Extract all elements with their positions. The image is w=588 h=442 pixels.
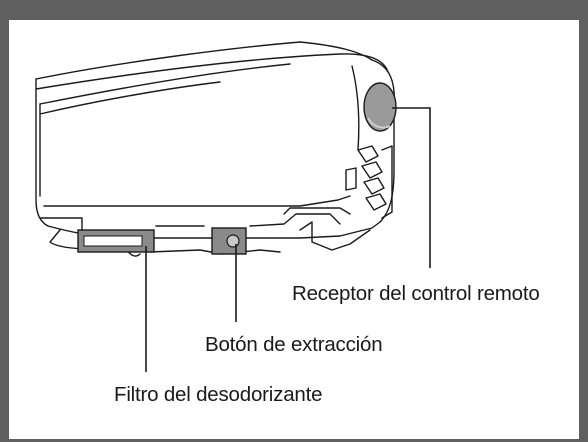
- unit-outline: [35, 41, 396, 257]
- extraction-button-label: Botón de extracción: [205, 333, 383, 356]
- filter-slot: [83, 235, 143, 247]
- leader-receptor: [392, 107, 431, 268]
- frame-left-border: [0, 0, 9, 442]
- extraction-button-knob: [226, 234, 240, 248]
- frame-top-border: [0, 0, 588, 20]
- receptor-label: Receptor del control remoto: [292, 282, 540, 305]
- deodorizing-filter-label: Filtro del desodorizante: [114, 383, 323, 406]
- leader-lines: [145, 107, 431, 372]
- frame-right-border: [579, 0, 588, 442]
- receptor-sensor: [363, 82, 397, 132]
- receptor-highlight: [367, 117, 391, 129]
- frame-bottom-border: [0, 439, 588, 442]
